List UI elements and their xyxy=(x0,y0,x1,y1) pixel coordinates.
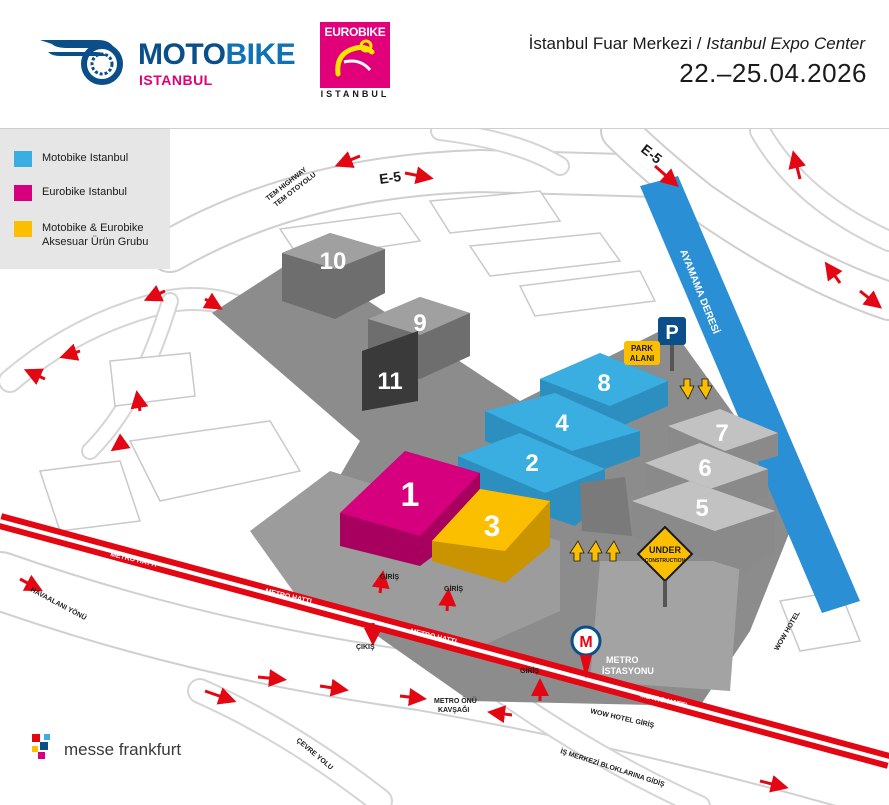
hall-1-label: 1 xyxy=(401,476,420,514)
event-dates: 22.–25.04.2026 xyxy=(679,58,867,88)
under-construction-sign: UNDER CONSTRUCTION xyxy=(636,525,694,607)
legend-swatch-accessory xyxy=(14,221,32,237)
venue-map: 10 9 11 8 4 2 1 xyxy=(0,128,889,805)
parking-sign: P xyxy=(658,317,686,371)
under-construction-line2: CONSTRUCTION xyxy=(645,558,686,564)
metro-line-stripe xyxy=(0,519,889,763)
metro-station-sign: M xyxy=(570,625,602,679)
hall-5-label: 5 xyxy=(695,495,708,522)
hall-10: 10 xyxy=(282,233,385,319)
park-alani-line2: ALANI xyxy=(630,354,654,363)
giris-label-1: GİRİŞ xyxy=(380,573,399,581)
hall-9-label: 9 xyxy=(413,310,426,337)
venue-name: İstanbul Fuar Merkezi / Istanbul Expo Ce… xyxy=(529,34,865,54)
under-construction-line1: UNDER xyxy=(649,545,682,555)
metro-icon: M xyxy=(579,634,592,651)
hall-8-label: 8 xyxy=(597,370,610,397)
legend-label-eurobike: Eurobike Istanbul xyxy=(42,186,127,198)
legend-item-accessory: Motobike & Eurobike Aksesuar Ürün Grubu xyxy=(14,221,172,249)
legend-item-eurobike: Eurobike Istanbul xyxy=(14,185,172,201)
venue-name-tr: İstanbul Fuar Merkezi / xyxy=(528,34,702,53)
ayamama-river xyxy=(640,176,860,613)
metro-onu-label-1: METRO ÖNÜ xyxy=(434,696,477,705)
eurobike-wordmark: EUROBIKE xyxy=(324,25,386,39)
metro-station-label-1: METRO xyxy=(606,655,639,665)
parking-lot-east xyxy=(590,561,740,691)
legend-label-motobike: Motobike Istanbul xyxy=(42,152,129,164)
legend-swatch-eurobike xyxy=(14,185,32,201)
metro-station-label-2: İSTASYONU xyxy=(602,666,654,676)
parking-icon: P xyxy=(665,322,678,344)
messe-frankfurt-wordmark: messe frankfurt xyxy=(64,740,182,759)
messe-frankfurt-logo: messe frankfurt xyxy=(30,728,220,768)
eurobike-logo-box: EUROBIKE xyxy=(320,22,390,88)
hall-2: 2 xyxy=(458,433,605,526)
hall-6-label: 6 xyxy=(698,455,711,482)
motobike-logo: MOTOBIKE ISTANBUL xyxy=(38,34,300,88)
map-canvas: 10 9 11 8 4 2 1 xyxy=(0,129,889,805)
hall-5: 5 xyxy=(632,481,775,571)
hall-11: 11 xyxy=(362,331,418,411)
background-buildings xyxy=(38,190,862,652)
cikis-label: ÇIKIŞ xyxy=(356,644,375,651)
venue-name-en: Istanbul Expo Center xyxy=(706,34,865,53)
giris-label-3: GİRİŞ xyxy=(520,667,539,675)
map-legend: Motobike Istanbul Eurobike Istanbul Moto… xyxy=(0,129,170,269)
park-alani-line1: PARK xyxy=(631,344,653,353)
motobike-wheel-icon xyxy=(40,40,123,85)
legend-item-motobike: Motobike Istanbul xyxy=(14,151,172,167)
hall-11-label: 11 xyxy=(377,368,402,395)
hall-2-label: 2 xyxy=(525,450,538,477)
hall-4-label: 4 xyxy=(555,410,569,437)
red-direction-arrows xyxy=(19,150,883,793)
connector-building xyxy=(580,477,632,536)
legend-label-accessory: Motobike & Eurobike Aksesuar Ürün Grubu xyxy=(42,222,149,248)
hall-3: 3 xyxy=(432,489,550,583)
metro-onu-label-2: KAVŞAĞI xyxy=(438,705,469,714)
park-alani-sign: PARK ALANI xyxy=(624,341,660,365)
messe-frankfurt-mark-icon xyxy=(32,734,50,759)
hall-4: 4 xyxy=(485,393,640,481)
eurobike-logo: EUROBIKE ISTANBUL xyxy=(320,22,390,100)
eurobike-rider-icon xyxy=(335,39,375,77)
hall-10-label: 10 xyxy=(320,248,347,275)
header: MOTOBIKE ISTANBUL EUROBIKE ISTANBUL İsta… xyxy=(0,0,889,128)
hall-7-label: 7 xyxy=(715,420,728,447)
legend-swatch-motobike xyxy=(14,151,32,167)
giris-label-2: GİRİŞ xyxy=(444,585,463,593)
motobike-city: ISTANBUL xyxy=(139,72,213,88)
yellow-entrance-arrows xyxy=(569,378,713,562)
hall-3-label: 3 xyxy=(484,510,501,543)
motobike-wordmark: MOTOBIKE xyxy=(138,38,296,71)
e5-label-left: E-5 xyxy=(378,168,402,187)
eurobike-city: ISTANBUL xyxy=(320,89,390,99)
